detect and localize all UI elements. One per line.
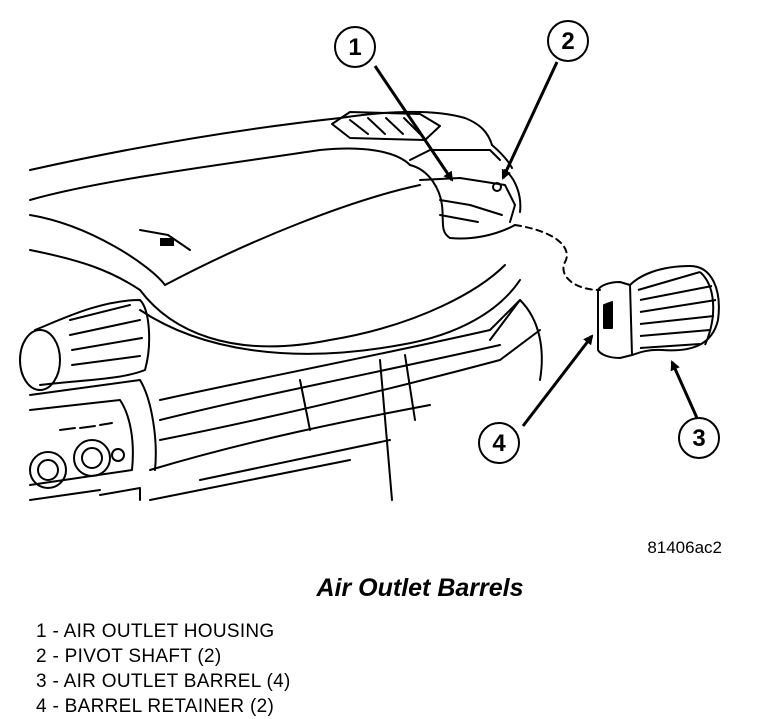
leader-2 xyxy=(501,61,559,180)
callout-1: 1 xyxy=(334,26,376,68)
callout-4-number: 4 xyxy=(492,430,506,457)
callout-2: 2 xyxy=(547,20,589,62)
figure-title: Air Outlet Barrels xyxy=(316,574,524,602)
callout-3-number: 3 xyxy=(692,425,705,452)
legend-item: 4 - BARREL RETAINER (2) xyxy=(36,696,275,717)
leader-1 xyxy=(373,65,454,182)
figure-id: 81406ac2 xyxy=(647,538,722,557)
callout-1-number: 1 xyxy=(348,34,361,61)
legend-item: 2 - PIVOT SHAFT (2) xyxy=(36,646,222,667)
legend-item: 3 - AIR OUTLET BARREL (4) xyxy=(36,671,291,692)
leader-3 xyxy=(670,360,699,419)
leader-4 xyxy=(521,334,594,427)
instrument-panel-illustration: 1 2 3 4 xyxy=(19,20,720,501)
legend: 1 - AIR OUTLET HOUSING 2 - PIVOT SHAFT (… xyxy=(36,619,291,719)
air-outlet-barrel-drawing xyxy=(597,265,720,359)
callout-3: 3 xyxy=(678,417,720,459)
callout-4: 4 xyxy=(478,422,520,464)
legend-item: 1 - AIR OUTLET HOUSING xyxy=(36,621,275,642)
callout-leaders xyxy=(373,61,699,427)
callout-2-number: 2 xyxy=(561,28,574,55)
